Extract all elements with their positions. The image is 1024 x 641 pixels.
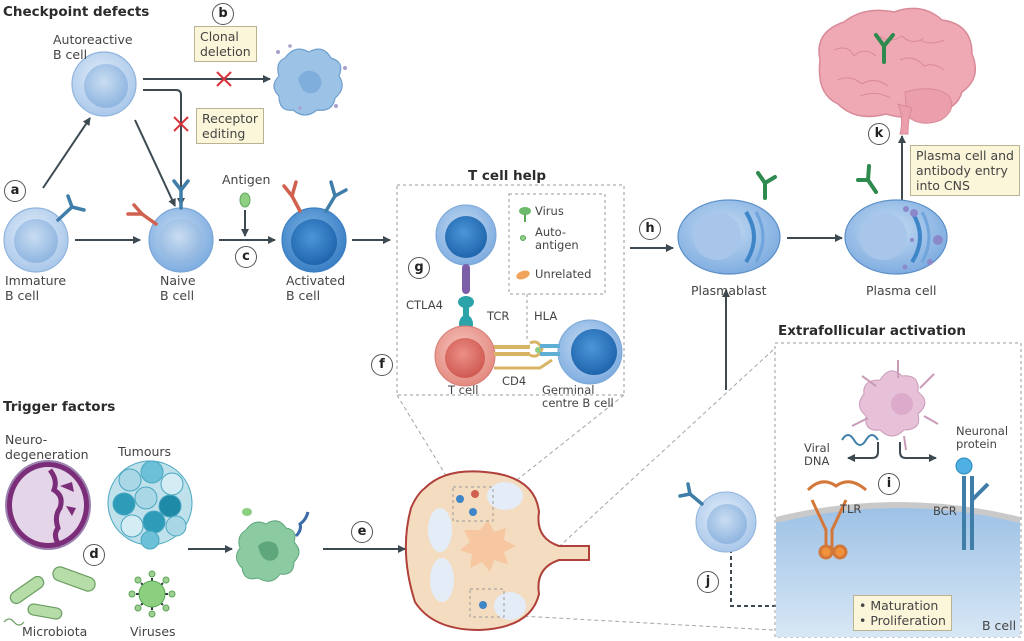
viruses-icon bbox=[128, 570, 176, 618]
arrow-i-right bbox=[899, 442, 937, 462]
plasmablast-icon bbox=[677, 171, 781, 275]
tlr-icon bbox=[806, 480, 867, 560]
cd4-label: CD4 bbox=[502, 374, 527, 388]
legend-autoantigen-label: Auto- antigen bbox=[535, 225, 579, 252]
microbiota-icon bbox=[3, 566, 96, 626]
cns-entry-note: Plasma cell and antibody entry into CNS bbox=[910, 145, 1020, 196]
immature-b-cell-icon bbox=[3, 194, 86, 273]
tumours-icon bbox=[107, 460, 193, 550]
ctla4-ligand-icon bbox=[462, 264, 470, 294]
plasmablast-label: Plasmablast bbox=[691, 283, 767, 298]
antigen-icon bbox=[239, 192, 251, 208]
plasma-cell-label: Plasma cell bbox=[866, 283, 937, 298]
autoantigen-legend-icon bbox=[520, 235, 526, 241]
plasma-cell-icon bbox=[844, 164, 948, 275]
badge-g: g bbox=[408, 257, 430, 279]
outcome-proliferation: • Proliferation bbox=[859, 613, 946, 628]
bcr-icon bbox=[962, 476, 990, 550]
brain-icon bbox=[818, 7, 977, 135]
neurodegeneration-label: Neuro- degeneration bbox=[5, 432, 89, 462]
extrafollicular-panel bbox=[678, 342, 1022, 638]
presented-antigen-icon bbox=[535, 347, 541, 353]
trigger-factors-heading: Trigger factors bbox=[3, 399, 116, 415]
neuronal-protein-label: Neuronal protein bbox=[956, 424, 1009, 451]
cd4-icon bbox=[494, 358, 553, 370]
tcr-icon bbox=[494, 340, 544, 358]
lymph-node-icon bbox=[404, 470, 590, 632]
checkpoint-defects-heading: Checkpoint defects bbox=[3, 4, 150, 20]
germinal-centre-b-cell-icon bbox=[557, 319, 623, 385]
viral-dna-label: Viral DNA bbox=[804, 441, 830, 468]
ctla4-label: CTLA4 bbox=[406, 298, 443, 312]
virus-legend-icon bbox=[519, 207, 531, 222]
antibody-green-icon bbox=[856, 164, 878, 194]
outcomes-note: • Maturation • Proliferation bbox=[853, 595, 952, 631]
tumours-label: Tumours bbox=[118, 444, 172, 459]
t-cell-help-panel bbox=[396, 184, 625, 396]
unrelated-legend-icon bbox=[516, 270, 530, 280]
autoreactive-b-cell-icon bbox=[71, 51, 137, 117]
badge-h: h bbox=[639, 218, 661, 240]
apoptotic-cell-icon bbox=[273, 44, 347, 116]
badge-j: j bbox=[697, 571, 719, 593]
badge-f: f bbox=[371, 354, 393, 376]
neurodegeneration-icon bbox=[5, 460, 91, 550]
badge-a: a bbox=[4, 180, 26, 202]
naive-b-cell-label: Naive B cell bbox=[160, 273, 196, 303]
arrow-autoreactive-to-naive bbox=[134, 119, 176, 207]
immature-b-cell-j-icon bbox=[678, 482, 757, 553]
naive-b-cell-icon bbox=[126, 179, 214, 273]
badge-d: d bbox=[83, 544, 105, 566]
immature-b-cell-label: Immature B cell bbox=[5, 273, 67, 303]
neuronal-protein-icon bbox=[955, 457, 973, 475]
antibody-green-icon bbox=[874, 33, 895, 64]
block-cross-icons bbox=[173, 71, 232, 132]
hla-label: HLA bbox=[534, 309, 558, 323]
viruses-label: Viruses bbox=[130, 624, 176, 639]
t-cell-label: T cell bbox=[448, 383, 479, 397]
t-cell-help-heading: T cell help bbox=[468, 168, 547, 184]
dendritic-cell-icon bbox=[851, 360, 939, 451]
antigen-label: Antigen bbox=[222, 172, 271, 187]
arrow-immature-to-autoreactive bbox=[42, 117, 91, 189]
antibody-red-icon bbox=[282, 180, 302, 213]
antibody-blue-icon bbox=[172, 179, 190, 210]
tlr-label: TLR bbox=[840, 502, 862, 516]
antibody-green-icon bbox=[756, 171, 777, 200]
antigen-presenting-cell-icon bbox=[236, 508, 310, 582]
b-cell-zone-label: B cell bbox=[982, 618, 1017, 633]
antibody-blue-icon bbox=[324, 180, 348, 213]
legend-virus-label: Virus bbox=[535, 204, 564, 218]
hla-icon bbox=[540, 344, 560, 356]
antibody-red-icon bbox=[126, 203, 158, 226]
outcome-maturation: • Maturation bbox=[859, 598, 939, 613]
t-cell-icon bbox=[434, 325, 496, 387]
badge-i: i bbox=[878, 473, 900, 495]
bcr-label: BCR bbox=[933, 504, 957, 518]
activated-b-cell-icon bbox=[281, 180, 348, 273]
legend-unrelated-label: Unrelated bbox=[535, 267, 592, 281]
extrafollicular-heading: Extrafollicular activation bbox=[778, 323, 966, 339]
receptor-editing-note: Receptor editing bbox=[196, 108, 264, 144]
badge-c: c bbox=[235, 246, 257, 268]
b-cell-top-icon bbox=[435, 204, 497, 266]
tcr-label: TCR bbox=[487, 309, 510, 323]
activated-b-cell-label: Activated B cell bbox=[286, 273, 346, 303]
clonal-deletion-note: Clonal deletion bbox=[194, 26, 257, 62]
arrow-receptor-editing bbox=[143, 89, 185, 206]
receptor-editing-block-icon bbox=[173, 116, 189, 132]
badge-k: k bbox=[868, 123, 890, 145]
arrow-i-left bbox=[847, 442, 879, 462]
microbiota-label: Microbiota bbox=[22, 624, 88, 639]
viral-dna-icon bbox=[841, 434, 879, 446]
badge-e: e bbox=[351, 521, 373, 543]
badge-b: b bbox=[212, 3, 234, 25]
germinal-centre-b-cell-label: Germinal centre B cell bbox=[542, 383, 614, 410]
antibody-blue-icon bbox=[56, 194, 86, 222]
clonal-deletion-block-icon bbox=[216, 71, 232, 87]
autoreactive-b-cell-label: Autoreactive B cell bbox=[53, 32, 133, 62]
